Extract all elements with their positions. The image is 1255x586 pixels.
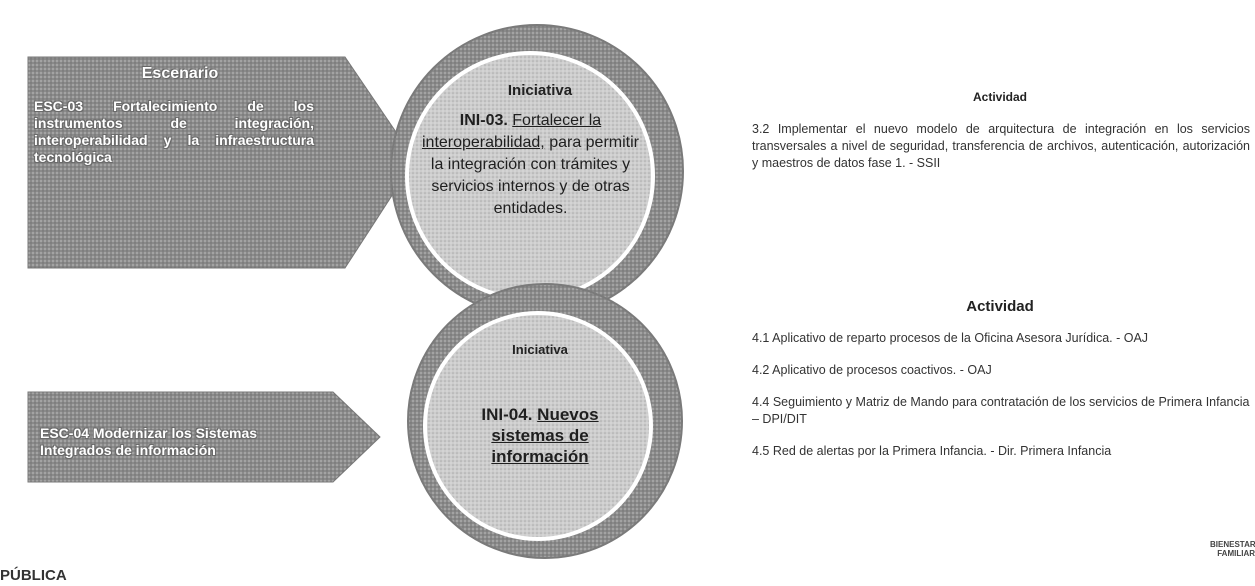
scenario-2-arrow [27,391,381,483]
initiative-1-highlight: Fortalecer la interoperabilidad, [421,112,602,151]
initiative-1-body: INI-03. Fortalecer la interoperabilidad,… [418,110,643,220]
footer-text: PÚBLICA [0,567,67,584]
activity-2-list: 4.1 Aplicativo de reparto procesos de la… [752,330,1252,475]
logo-line-1: BIENESTAR [1210,540,1255,549]
initiative-2-code: INI-04. [481,405,533,424]
activity-2-item: 4.5 Red de alertas por la Primera Infanc… [752,444,1112,458]
scenario-1-text: ESC-03 Fortalecimiento de los instrument… [34,98,314,165]
activity-2-title: Actividad [966,298,1034,315]
footer-logo: BIENESTAR FAMILIAR [1210,540,1255,558]
initiative-1-code: INI-03. [459,112,508,129]
scenario-2-text: ESC-04 Modernizar los Sistemas Integrado… [40,425,258,458]
initiative-2-inner-circle [423,311,653,541]
initiative-2-label: Iniciativa [512,342,568,357]
initiative-2-highlight: Nuevos sistemas de información [491,405,599,466]
activity-2-item: 4.2 Aplicativo de procesos coactivos. - … [752,363,992,377]
scenario-1-arrow [27,56,416,269]
scenario-1-title: Escenario [141,65,219,82]
initiative-2-body: INI-04. Nuevos sistemas de información [455,404,625,467]
activity-2-item: 4.4 Seguimiento y Matriz de Mando para c… [752,395,1250,426]
initiative-1-rest: para permitir la integración con trámite… [430,134,639,217]
activity-1-text: 3.2 Implementar el nuevo modelo de arqui… [752,122,1250,170]
logo-line-2: FAMILIAR [1217,549,1255,558]
activity-1-title: Actividad [972,90,1027,104]
activity-2-item: 4.1 Aplicativo de reparto procesos de la… [752,331,1149,345]
initiative-1-label: Iniciativa [507,82,573,99]
